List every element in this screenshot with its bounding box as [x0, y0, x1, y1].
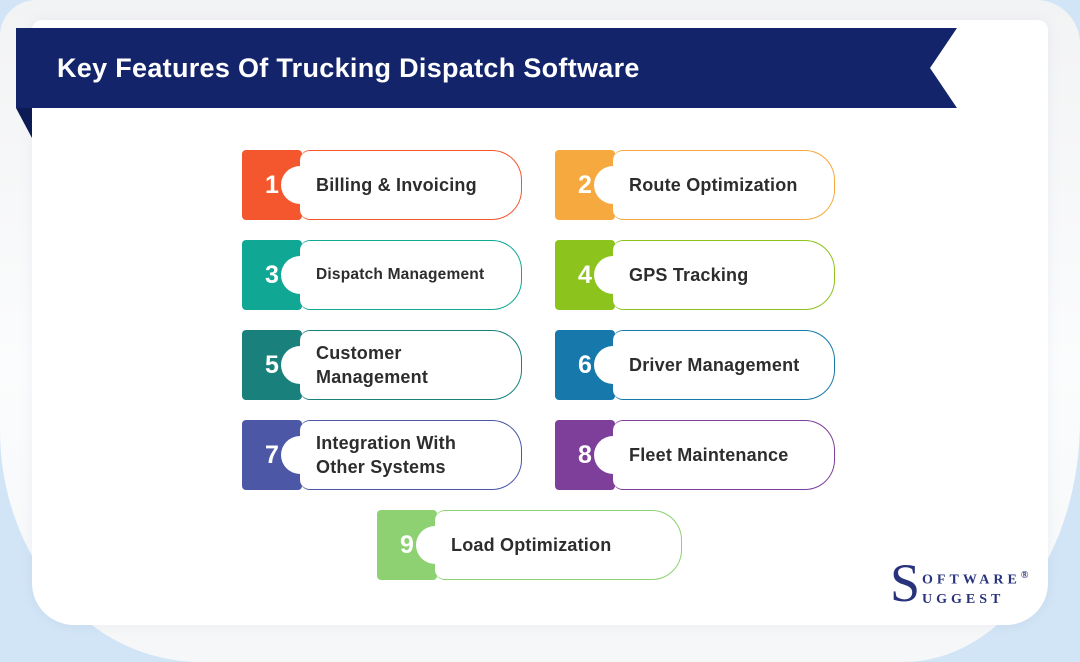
feature-card-fleet-maintenance: 8 Fleet Maintenance — [555, 420, 835, 490]
feature-card-driver-management: 6 Driver Management — [555, 330, 835, 400]
feature-card-billing-invoicing: 1 Billing & Invoicing — [242, 150, 522, 220]
registered-mark: ® — [1020, 570, 1029, 581]
feature-number: 6 — [555, 330, 615, 400]
title-ribbon: Key Features Of Trucking Dispatch Softwa… — [16, 28, 957, 108]
notch-shape — [594, 256, 632, 294]
notch-shape — [281, 346, 319, 384]
notch-shape — [281, 166, 319, 204]
softwaresuggest-logo: S OFTWARE® UGGEST — [890, 553, 1028, 613]
feature-card-dispatch-management: 3 Dispatch Management — [242, 240, 522, 310]
feature-label: Dispatch Management — [316, 265, 485, 283]
feature-label: Load Optimization — [451, 534, 612, 555]
feature-card-route-optimization: 2 Route Optimization — [555, 150, 835, 220]
feature-label-panel: Integration With Other Systems — [281, 420, 522, 490]
logo-wordmark: OFTWARE® UGGEST — [922, 560, 1028, 609]
notch-shape — [281, 256, 319, 294]
notch-shape — [416, 526, 454, 564]
feature-label: Customer Management — [316, 342, 429, 387]
notch-shape — [594, 166, 632, 204]
logo-line-software: OFTWARE® — [922, 570, 1029, 588]
feature-label: Billing & Invoicing — [316, 174, 477, 195]
notch-shape — [594, 346, 632, 384]
feature-label-panel: Dispatch Management — [281, 240, 522, 310]
logo-line-suggest: UGGEST — [922, 591, 1005, 607]
feature-label-panel: Billing & Invoicing — [281, 150, 522, 220]
page-title: Key Features Of Trucking Dispatch Softwa… — [57, 53, 640, 83]
feature-label-panel: GPS Tracking — [594, 240, 835, 310]
feature-label-panel: Fleet Maintenance — [594, 420, 835, 490]
notch-shape — [281, 436, 319, 474]
feature-card-integration-other-systems: 7 Integration With Other Systems — [242, 420, 522, 490]
logo-initial: S — [890, 553, 921, 613]
feature-label: GPS Tracking — [629, 264, 749, 285]
feature-card-load-optimization: 9 Load Optimization — [377, 510, 682, 580]
feature-card-customer-management: 5 Customer Management — [242, 330, 522, 400]
feature-label: Driver Management — [629, 354, 800, 375]
feature-label: Route Optimization — [629, 174, 798, 195]
feature-label-panel: Route Optimization — [594, 150, 835, 220]
feature-label-panel: Driver Management — [594, 330, 835, 400]
feature-label: Integration With Other Systems — [316, 432, 457, 477]
feature-label-panel: Customer Management — [281, 330, 522, 400]
notch-shape — [594, 436, 632, 474]
feature-label: Fleet Maintenance — [629, 444, 789, 465]
feature-card-gps-tracking: 4 GPS Tracking — [555, 240, 835, 310]
feature-label-panel: Load Optimization — [416, 510, 682, 580]
